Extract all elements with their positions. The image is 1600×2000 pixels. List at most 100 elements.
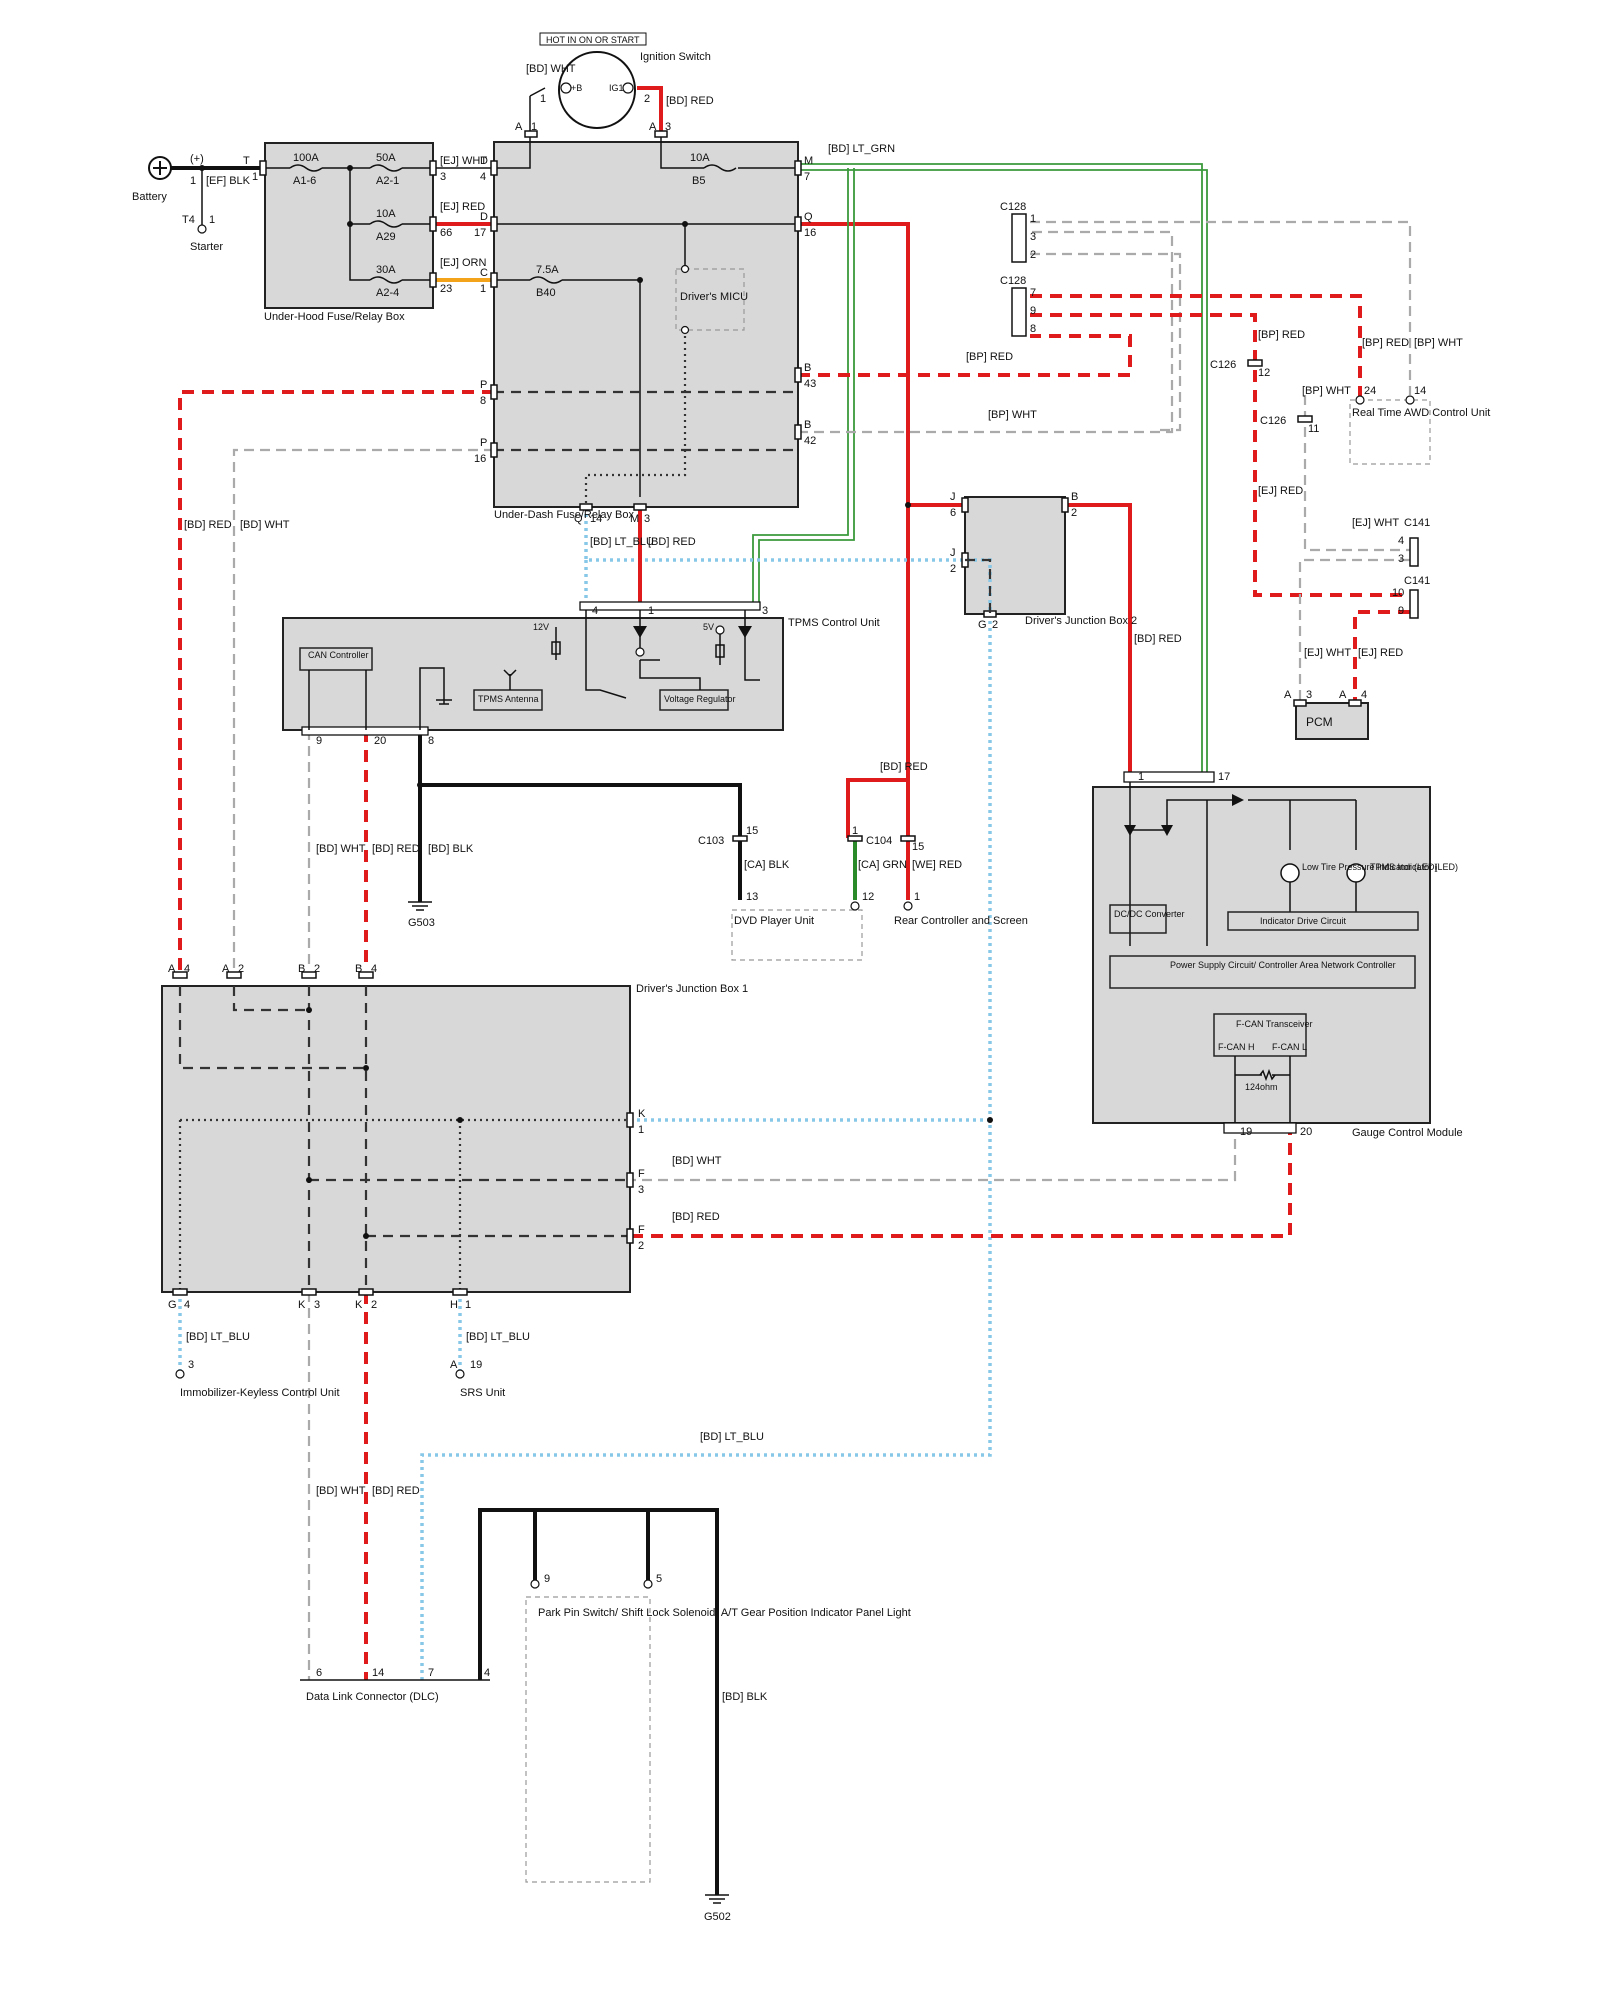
power-supply-box [1109,955,1416,989]
underdash-label: Under-Dash Fuse/Relay Box [494,509,635,521]
wire-dlc4-blk [478,1508,719,1895]
wire-label: [BD] RED [1134,633,1182,645]
v5-label: 5V [703,622,714,632]
djb2-internal [965,558,992,614]
transistor-icon [635,647,645,657]
pin-label: P [480,379,487,391]
pin-label: 6 [316,1667,322,1679]
gauge-control-module-box [1092,786,1431,1124]
condition-box [539,32,647,46]
can-controller-label: CAN Controller [308,650,369,660]
pin-label: A [450,1359,458,1371]
diode-icon [1161,825,1173,836]
pin-label: 6 [950,507,956,519]
wire-c128-2 [1030,252,1182,432]
wire-label: [EJ] RED [1258,485,1303,497]
wire-b42-wht [798,230,1174,434]
pin-label: 1 [531,121,537,133]
wire-label: [EJ] WHT [1304,647,1351,659]
pin-label: 1 [252,171,258,183]
drivers-junction-box-1 [161,985,631,1293]
connector-c141-a [1409,537,1419,567]
pin-label: D [480,211,488,223]
pin-label: F [638,1224,645,1236]
fuse-10a [369,220,403,228]
pin-label: 2 [238,963,244,975]
pin-label: 20 [1300,1126,1312,1138]
fuse-label: 100A [293,152,319,164]
fuse-10a-b5 [703,164,737,172]
pin-label: 66 [440,227,452,239]
pin-label: 8 [480,395,486,407]
pin-b43 [794,367,802,383]
pin-label: 2 [992,619,998,631]
junction-dot [306,1007,312,1013]
pin-label: J [950,547,956,559]
gauge-connector-bottom [1223,1122,1297,1134]
starter-terminal [197,224,207,234]
wire-g2-blue [420,614,992,1680]
pin-label: 2 [371,1299,377,1311]
pin-k3 [301,1288,317,1296]
terminal [643,1579,653,1589]
tpms-antenna-label: TPMS Antenna [478,694,539,704]
junction-dot [637,277,643,283]
pin-label: 1 [540,93,546,105]
pin-label: 1 [465,1299,471,1311]
ground-g502-icon [705,1894,729,1904]
wire-label: [BP] WHT [1414,337,1463,349]
pin-f2 [626,1228,634,1244]
wire-label: [BD] WHT [316,843,366,855]
pin-label: 9 [544,1573,550,1585]
wire-label: [EJ] WHT [1352,517,1399,529]
pin-c104 [847,835,863,842]
connector-label: C126 [1260,415,1286,427]
uh-internal-2 [349,168,433,281]
wire-label: [EJ] RED [1358,647,1403,659]
pin-c103 [732,835,748,842]
pin-pcm-a3 [1293,699,1307,707]
terminal [850,901,860,911]
pin-label: 19 [470,1359,482,1371]
pin-label: B [804,419,811,431]
wire-label: [BD] BLK [428,843,474,855]
fcan-l-label: F-CAN L [1272,1042,1307,1052]
pin-b2 [301,971,317,979]
gauge-internal-lines [1129,782,1357,946]
connector-c126-b [1297,415,1313,423]
pin-label: 5 [656,1573,662,1585]
pin-label: 1 [190,175,196,187]
pin-label: G [168,1299,177,1311]
pin-label: 17 [1218,771,1230,783]
voltage-regulator-label: Voltage Regulator [664,694,736,704]
pin-label: 7 [428,1667,434,1679]
wire-label: [BD] RED [372,843,420,855]
resistor-124-icon [1259,1068,1276,1082]
pin-uh3 [429,160,437,176]
can-controller-box [299,647,373,671]
ign-b-label: +B [571,83,582,93]
micu-terminal [680,325,690,335]
pin-q16 [794,216,802,232]
fuse-label: A2-1 [376,175,399,187]
pin-label: 14 [590,513,602,525]
pin-p16 [490,442,498,458]
diode-icon [1124,825,1136,836]
wire-ign-1 [529,87,546,133]
low-tire-led-icon [1280,863,1300,883]
ground-g503-icon [408,901,432,911]
pin-label: 24 [1364,385,1376,397]
pin-label: B [804,362,811,374]
pin-uh23 [429,272,437,288]
awd-terminal [1355,395,1365,405]
pin-label: 1 [1138,771,1144,783]
wire-label: [BD] RED [672,1211,720,1223]
ud-micu-q14 [584,330,687,507]
pin-label: 2 [314,963,320,975]
pin-label: 16 [804,227,816,239]
djb1-label: Driver's Junction Box 1 [636,983,748,995]
wire-label: [BD] WHT [526,63,576,75]
pin-label: 12 [1258,367,1270,379]
pin-g4 [172,1288,188,1296]
fuse-label: B5 [692,175,705,187]
